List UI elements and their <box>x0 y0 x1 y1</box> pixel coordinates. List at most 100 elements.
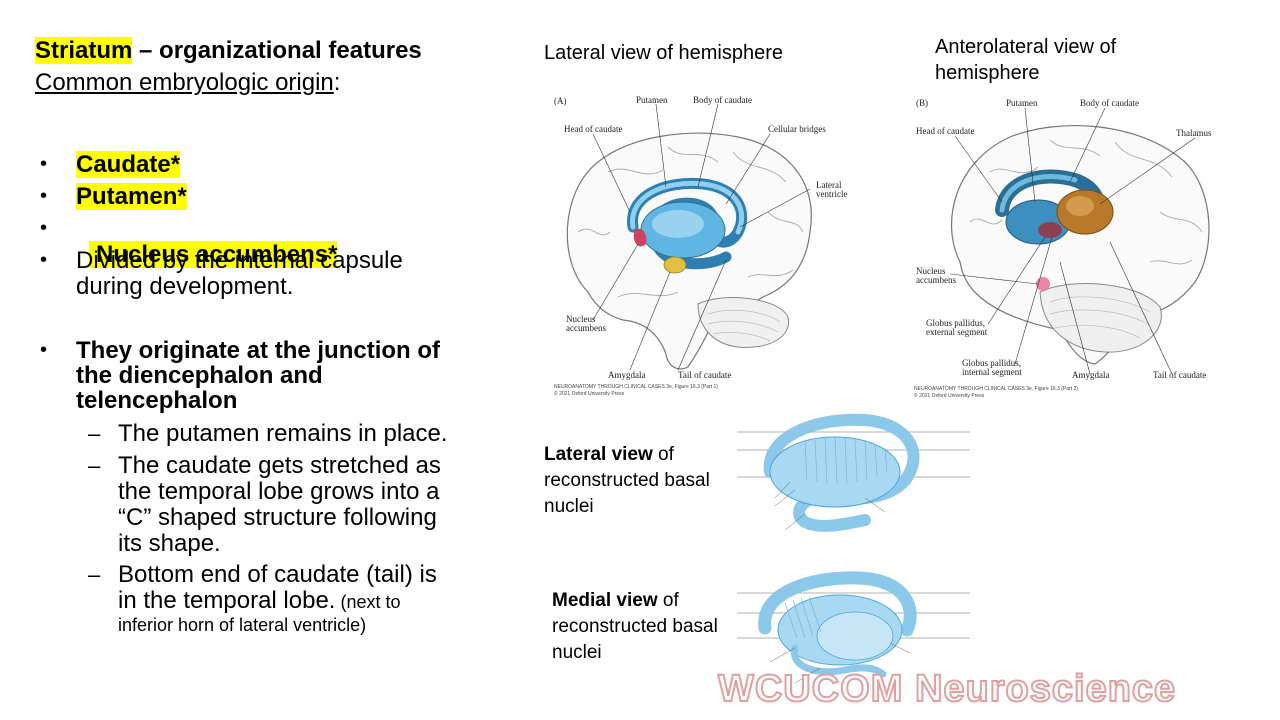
figB-label-body-caudate: Body of caudate <box>1080 98 1139 108</box>
subbullet-dash: – <box>88 453 101 478</box>
figB-leader-lines <box>949 107 1196 375</box>
subbullet-tail-line1: Bottom end of caudate (tail) is <box>118 561 437 588</box>
figA-label-lateral-ventricle-1: Lateral <box>816 180 842 190</box>
subbullet-tail-line2: in the temporal lobe. (next to <box>118 588 437 615</box>
common-origin-colon: : <box>333 69 341 96</box>
b-caudate-highlight <box>999 174 1078 213</box>
brain-b-gyri-lines <box>969 139 1203 265</box>
figB-credit-2: © 2021 Oxford University Press <box>914 392 985 399</box>
subbullet-tail: Bottom end of caudate (tail) is in the t… <box>118 561 437 636</box>
reconstructed-lateral-putamen <box>769 436 901 508</box>
figA-label-tail-caudate: Tail of caudate <box>678 370 731 380</box>
cerebellum-folia <box>707 309 781 342</box>
figB-label-accumbens-2: accumbens <box>916 275 956 285</box>
common-origin-heading: Common embryologic origin: <box>35 70 340 96</box>
subbullet-putamen-line1: The putamen remains in place. <box>118 420 448 447</box>
reconstructed-lateral-striations <box>804 437 888 485</box>
figA-panel-label: (A) <box>554 96 567 106</box>
figure-title-anterolateral: Anterolateral view of hemisphere <box>935 34 1116 86</box>
caption-lateral-line3: nuclei <box>544 496 594 517</box>
subbullet-caudate-line1: The caudate gets stretched as <box>118 452 441 479</box>
figA-credit-2: © 2021 Oxford University Press <box>554 390 625 397</box>
bullet-putamen: Putamen* <box>76 183 187 210</box>
bullet-internal-capsule-line1: Divided by the internal capsule <box>76 247 403 274</box>
figA-label-lateral-ventricle-2: ventricle <box>816 189 847 199</box>
caption-medial-line2: reconstructed basal <box>552 616 718 637</box>
caption-lateral-line2: reconstructed basal <box>544 470 710 491</box>
subbullet-dash: – <box>88 421 101 446</box>
reconstructed-medial-pallidus <box>816 611 894 661</box>
bullet-origin-junction: They originate at the junction of the di… <box>76 338 440 413</box>
common-origin-text: Common embryologic origin <box>35 69 334 96</box>
bullet-dot: • <box>40 249 48 271</box>
b-globus-pallidus-shape <box>1038 222 1062 238</box>
figA-label-amygdala: Amygdala <box>608 370 646 380</box>
figure-reconstructed-lateral <box>737 413 970 532</box>
figA-label-putamen: Putamen <box>636 95 668 105</box>
bullet-internal-capsule-line2: during development. <box>76 273 294 300</box>
figure-title-anterolateral-line2: hemisphere <box>935 62 1040 84</box>
bullet-dot: • <box>40 185 48 207</box>
figB-label-thalamus: Thalamus <box>1176 128 1212 138</box>
reconstructed-medial-striations <box>784 596 822 639</box>
figure-anterolateral-brain: (B) Putamen Body of caudate Head of ca <box>914 98 1212 399</box>
subbullet-dash: – <box>88 562 101 587</box>
bullet-caudate: Caudate* <box>76 151 181 178</box>
subbullet-caudate-line4: its shape. <box>118 530 221 557</box>
title-subtitle: – organizational features <box>132 37 422 64</box>
figB-label-amygdala: Amygdala <box>1072 370 1110 380</box>
figB-label-putamen: Putamen <box>1006 98 1038 108</box>
figA-label-cellular-bridges: Cellular bridges <box>768 124 826 134</box>
bullet-dot: • <box>40 153 48 175</box>
figure-reconstructed-medial <box>737 571 970 684</box>
reconstructed-medial-tail <box>790 644 887 678</box>
bullet-accumbens: Nucleus accumbens* <box>76 216 338 268</box>
b-thalamus-highlight <box>1066 196 1094 216</box>
figB-credit: NEUROANATOMY THROUGH CLINICAL CASES 3e, … <box>914 386 1078 392</box>
figure-title-anterolateral-line1: Anterolateral view of <box>935 36 1117 58</box>
title-striatum: Striatum <box>35 37 133 64</box>
caption-lateral-bold: Lateral view <box>544 444 653 465</box>
cerebellum-shape <box>697 297 790 348</box>
watermark: WCUCOM Neuroscience <box>717 667 1177 711</box>
reconstructed-medial-caudate <box>758 571 917 637</box>
bullet-putamen-text: Putamen* <box>76 183 187 210</box>
bullet-internal-capsule: Divided by the internal capsule during d… <box>76 248 403 300</box>
caption-medial-bold: Medial view <box>552 590 658 611</box>
caption-lateral-view: Lateral view of reconstructed basal nucl… <box>544 442 710 520</box>
caption-medial-rest: of <box>657 590 679 611</box>
figA-label-accumbens-1: Nucleus <box>566 314 596 324</box>
putamen-highlight <box>652 210 704 238</box>
figB-label-tail-caudate: Tail of caudate <box>1153 370 1206 380</box>
brain-b-cerebellum-folia <box>1049 296 1151 339</box>
reconstructed-lateral-caudate <box>763 413 920 532</box>
figure-title-lateral-hemisphere: Lateral view of hemisphere <box>544 42 784 64</box>
figB-label-head-caudate: Head of caudate <box>916 126 974 136</box>
reconstructed-lateral-leaders <box>774 481 886 531</box>
subbullet-putamen: The putamen remains in place. <box>118 421 448 447</box>
bullet-origin-line1: They originate at the junction of <box>76 337 441 364</box>
caption-medial-view: Medial view of reconstructed basal nucle… <box>552 588 718 666</box>
caption-medial-line3: nuclei <box>552 642 602 663</box>
caption-lateral-rest: of <box>652 444 674 465</box>
subbullet-caudate-line3: “C” shaped structure following <box>118 504 437 531</box>
bullet-dot: • <box>40 339 48 361</box>
figA-leader-lines <box>592 103 811 371</box>
bullet-dot: • <box>40 217 48 239</box>
figB-label-gp-int-2: internal segment <box>962 367 1022 377</box>
figA-label-accumbens-2: accumbens <box>566 323 606 333</box>
caudate-highlight <box>630 180 745 235</box>
subbullet-caudate-line2: the temporal lobe grows into a <box>118 478 440 505</box>
figA-label-body-caudate: Body of caudate <box>693 95 752 105</box>
figB-panel-label: (B) <box>916 98 928 108</box>
brain-gyri-lines <box>577 146 804 298</box>
subbullet-caudate-stretch: The caudate gets stretched as the tempor… <box>118 453 441 557</box>
subbullet-tail-main: in the temporal lobe. <box>118 587 336 614</box>
figB-label-gp-ext-2: external segment <box>926 327 988 337</box>
figA-credit: NEUROANATOMY THROUGH CLINICAL CASES 3e, … <box>554 384 718 390</box>
subbullet-tail-small: (next to <box>335 592 401 612</box>
figB-label-accumbens-1: Nucleus <box>916 266 946 276</box>
amygdala-shape <box>663 256 687 274</box>
bullet-origin-line3: telencephalon <box>76 387 238 414</box>
accumbens-shape <box>633 228 647 247</box>
